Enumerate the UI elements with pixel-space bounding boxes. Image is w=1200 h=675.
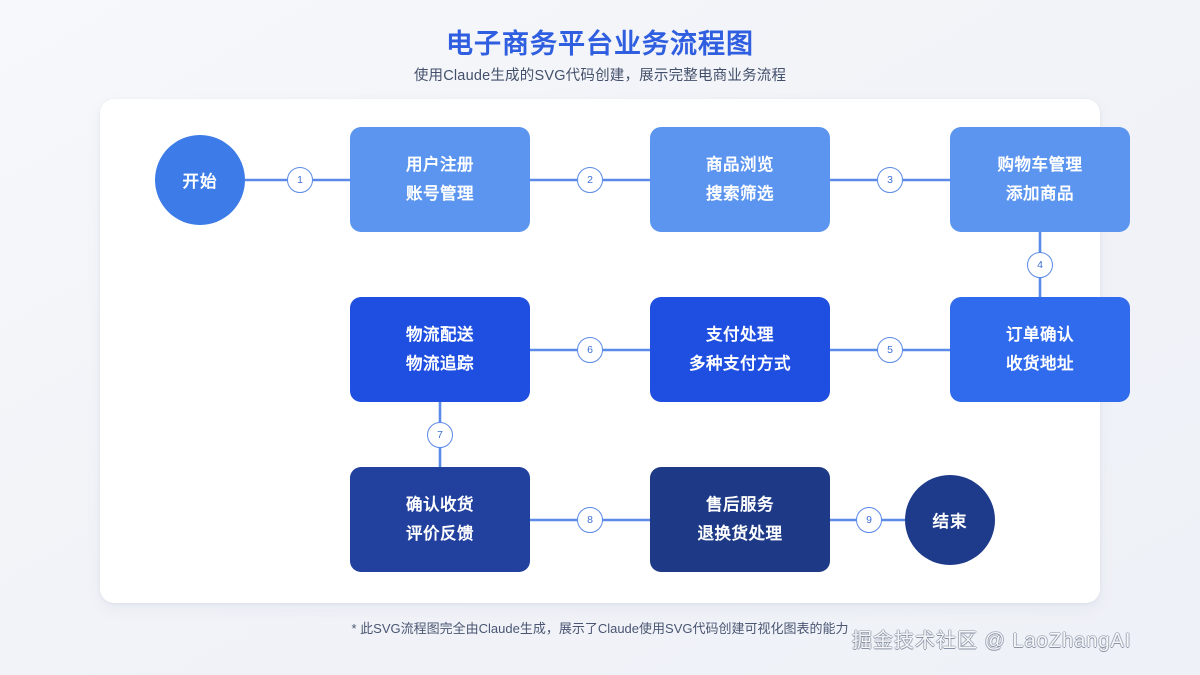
step-badge-2: 2 [577,167,603,193]
step-badge-5: 5 [877,337,903,363]
node-line-secondary: 物流追踪 [406,355,474,373]
step-badge-7: 7 [427,422,453,448]
node-line-secondary: 账号管理 [406,185,474,203]
step-badge-number: 8 [587,514,593,526]
terminal-label: 开始 [182,173,218,191]
step-badge-number: 3 [887,174,893,186]
process-node-n1[interactable]: 用户注册账号管理 [350,127,530,232]
node-line-secondary: 搜索筛选 [706,185,774,203]
node-line-secondary: 退换货处理 [697,525,783,543]
process-node-n8[interactable]: 售后服务退换货处理 [650,467,830,572]
process-node-n7[interactable]: 确认收货评价反馈 [350,467,530,572]
node-line-secondary: 添加商品 [1006,185,1074,203]
node-line-secondary: 收货地址 [1006,355,1074,373]
process-node-n5[interactable]: 支付处理多种支付方式 [650,297,830,402]
process-node-n3[interactable]: 购物车管理添加商品 [950,127,1130,232]
step-badge-8: 8 [577,507,603,533]
step-badge-number: 9 [866,514,872,526]
node-line-primary: 确认收货 [406,495,474,514]
step-badge-9: 9 [856,507,882,533]
step-badge-number: 4 [1037,259,1043,271]
node-line-secondary: 评价反馈 [406,525,474,543]
step-badge-number: 5 [887,344,893,356]
step-badge-3: 3 [877,167,903,193]
node-line-primary: 订单确认 [1006,325,1074,344]
terminal-label: 结束 [932,513,968,531]
node-line-primary: 用户注册 [406,155,474,174]
terminal-node-start[interactable]: 开始 [155,135,245,225]
node-line-secondary: 多种支付方式 [689,355,791,373]
node-line-primary: 售后服务 [706,495,774,514]
node-line-primary: 支付处理 [706,325,774,344]
process-node-n6[interactable]: 物流配送物流追踪 [350,297,530,402]
terminal-node-end[interactable]: 结束 [905,475,995,565]
step-badge-number: 6 [587,344,593,356]
node-line-primary: 购物车管理 [997,155,1083,174]
step-badge-number: 7 [437,429,443,441]
watermark: 掘金技术社区 @ LaoZhangAI [852,630,1132,652]
step-badge-1: 1 [287,167,313,193]
process-node-n4[interactable]: 订单确认收货地址 [950,297,1130,402]
page-title: 电子商务平台业务流程图 [446,29,754,59]
process-node-n2[interactable]: 商品浏览搜索筛选 [650,127,830,232]
footnote: * 此SVG流程图完全由Claude生成，展示了Claude使用SVG代码创建可… [351,621,849,636]
step-badge-6: 6 [577,337,603,363]
node-line-primary: 物流配送 [406,325,474,344]
step-badge-number: 1 [297,174,303,186]
step-badge-number: 2 [587,174,593,186]
page-subtitle: 使用Claude生成的SVG代码创建，展示完整电商业务流程 [413,68,787,84]
node-line-primary: 商品浏览 [706,155,774,174]
step-badge-4: 4 [1027,252,1053,278]
